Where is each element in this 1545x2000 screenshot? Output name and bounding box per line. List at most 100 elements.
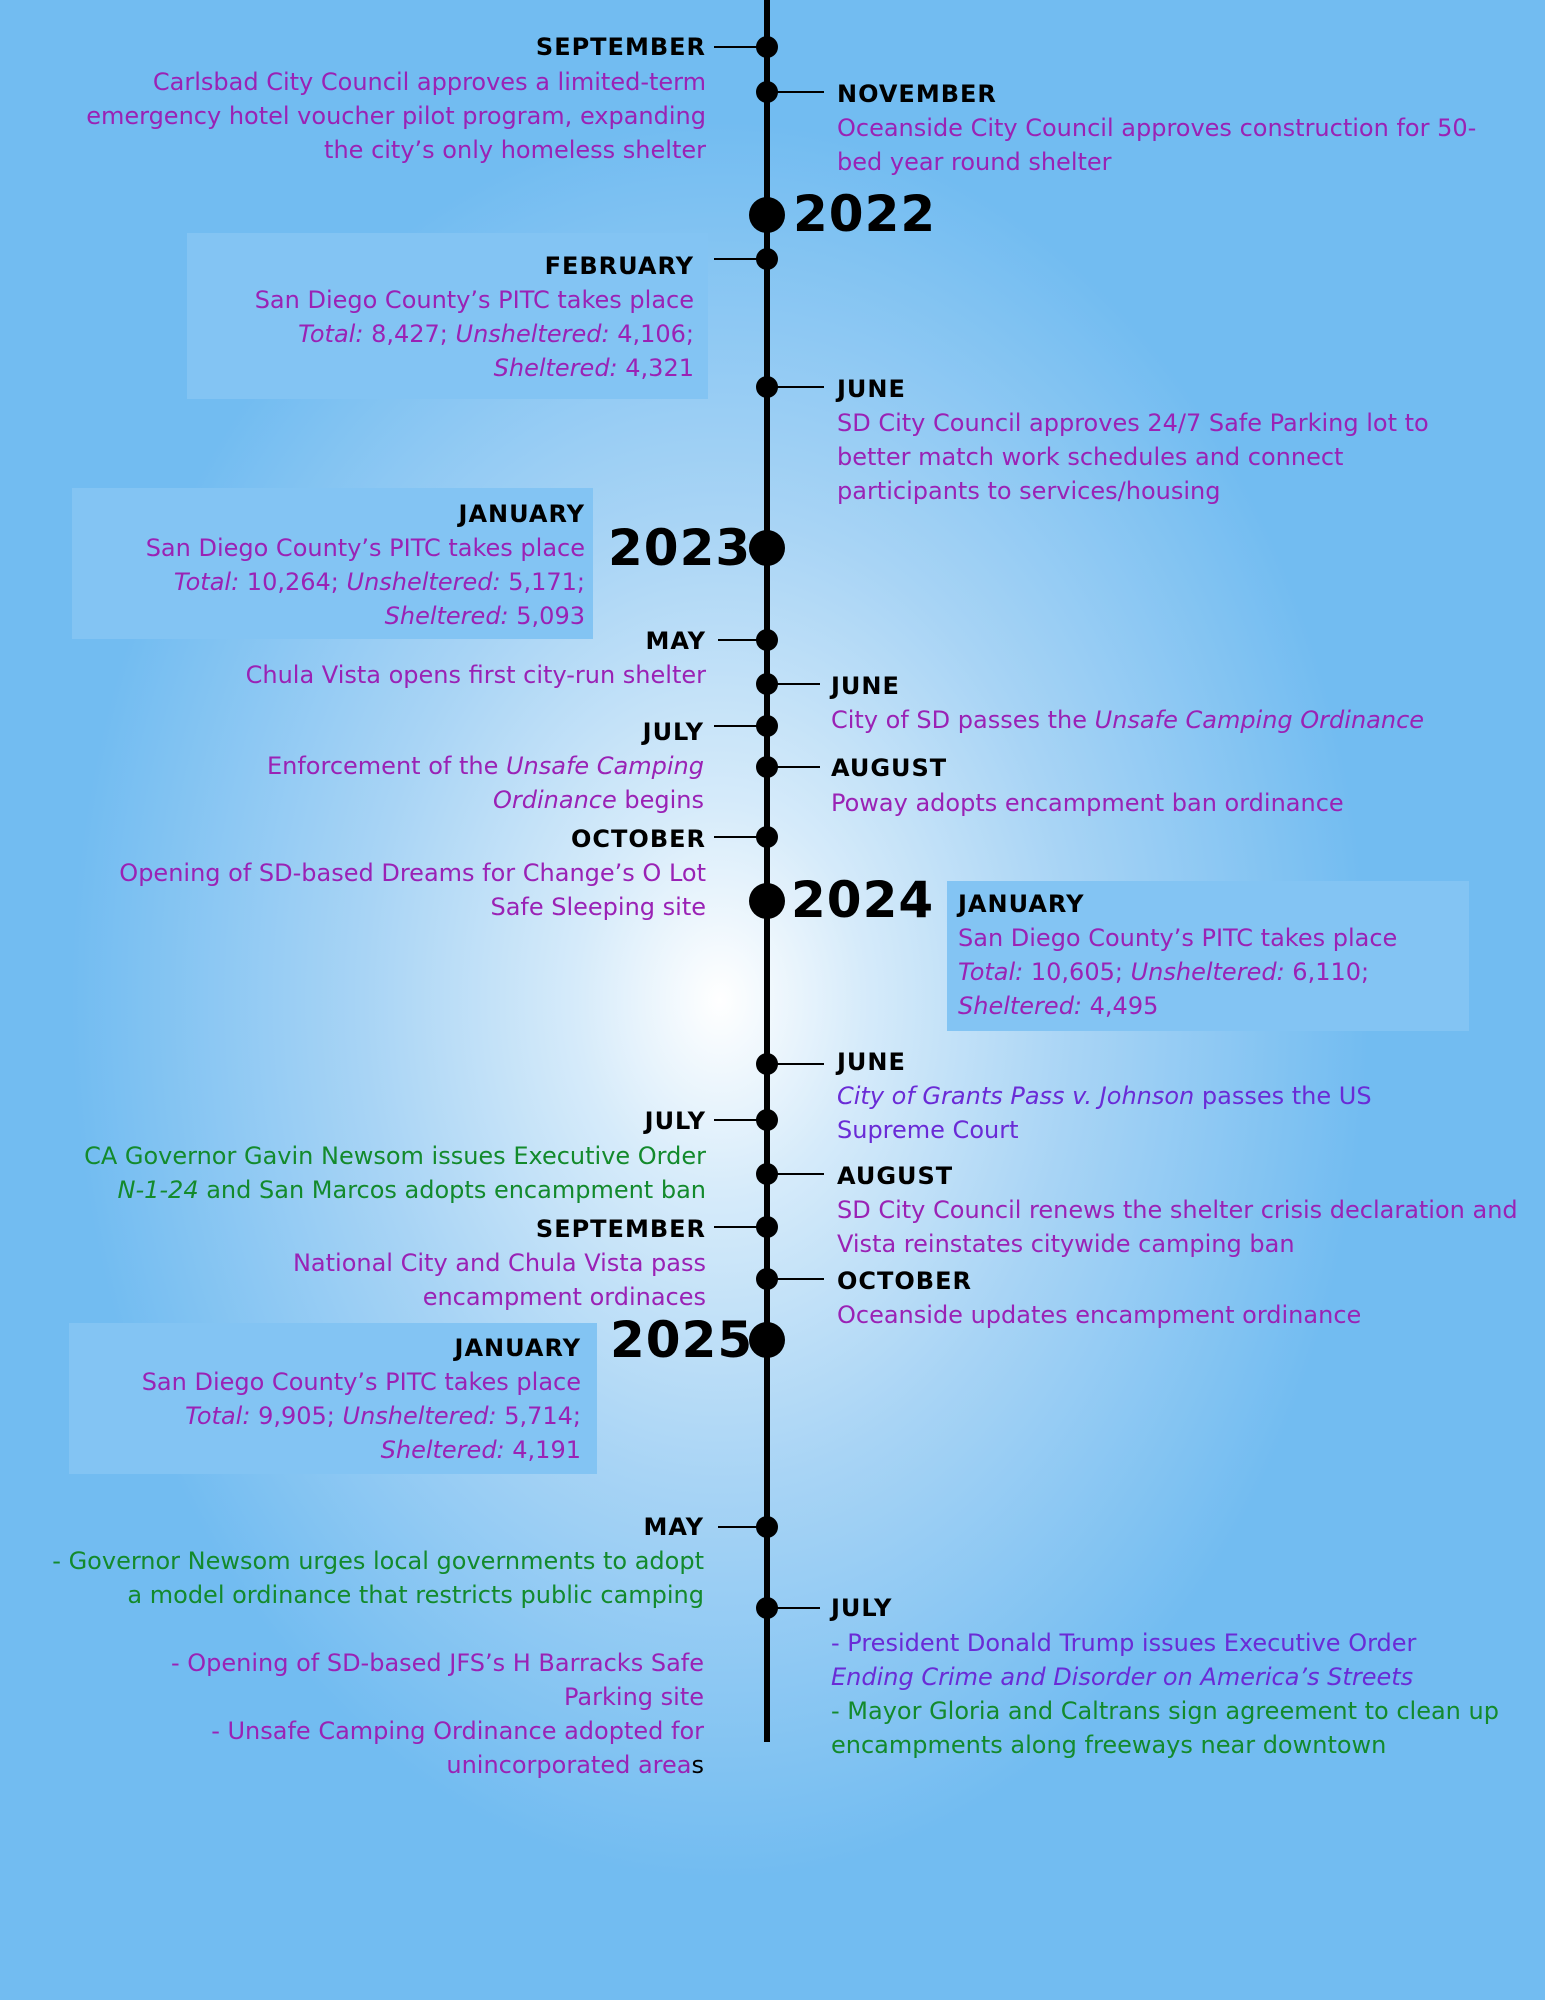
total-label: Total: — [173, 568, 240, 596]
total-label: Total: — [298, 320, 364, 348]
event-text: s — [691, 1751, 704, 1779]
event-month: JULY — [644, 1107, 706, 1135]
event-dot — [756, 756, 778, 778]
event-description: Oceanside updates encampment ordinance — [837, 1301, 1362, 1329]
sheltered-label: Sheltered: — [380, 1436, 505, 1464]
sheltered-label: Sheltered: — [958, 992, 1083, 1020]
unsheltered-label: Unsheltered: — [342, 1402, 497, 1430]
event-month: AUGUST — [837, 1162, 954, 1190]
year-dot — [749, 883, 785, 919]
connector-line — [770, 386, 824, 388]
unsheltered-value: 4,106; — [617, 320, 694, 348]
pitc-title: San Diego County’s PITC takes place — [141, 1368, 581, 1396]
event-month: OCTOBER — [837, 1267, 972, 1295]
connector-line — [770, 1173, 824, 1175]
event-description: - Governor Newsom urges local government… — [52, 1547, 704, 1609]
total-value: 9,905; — [258, 1402, 335, 1430]
event-dot — [756, 1163, 778, 1185]
unsheltered-label: Unsheltered: — [455, 320, 610, 348]
event-description: CA Governor Gavin Newsom issues Executiv… — [0, 1139, 706, 1207]
connector-line — [714, 725, 764, 727]
pitc-box-text: FEBRUARY San Diego County’s PITC takes p… — [214, 249, 694, 385]
order-title: Ending Crime and Disorder on America’s S… — [831, 1663, 1414, 1691]
event-month: JUNE — [837, 1048, 906, 1076]
total-label: Total: — [185, 1402, 251, 1430]
pitc-box — [187, 233, 708, 399]
connector-line — [714, 46, 764, 48]
order-number: N-1-24 — [117, 1176, 199, 1204]
event-description: - Unsafe Camping Ordinance adopted for u… — [104, 1714, 704, 1782]
event-description: SD City Council renews the shelter crisi… — [837, 1196, 1518, 1258]
year-label-2022: 2022 — [793, 185, 937, 243]
sheltered-value: 5,093 — [516, 602, 585, 630]
event-text: and San Marcos adopts encampment ban — [198, 1176, 706, 1204]
pitc-box-text: JANUARY San Diego County’s PITC takes pl… — [105, 497, 585, 633]
unsheltered-value: 5,714; — [504, 1402, 581, 1430]
event-description: City of Grants Pass v. Johnson passes th… — [837, 1079, 1477, 1147]
connector-line — [770, 683, 820, 685]
event-month: JULY — [831, 1594, 893, 1622]
event-dot — [756, 1053, 778, 1075]
event-dot — [756, 673, 778, 695]
event-month: NOVEMBER — [837, 80, 997, 108]
pitc-box-text: JANUARY San Diego County’s PITC takes pl… — [958, 887, 1458, 1023]
event-description: Chula Vista opens first city-run shelter — [245, 661, 706, 689]
event-text: CA Governor Gavin Newsom issues Executiv… — [84, 1142, 706, 1170]
unsheltered-value: 6,110; — [1292, 958, 1370, 986]
year-dot — [749, 197, 785, 233]
unsheltered-label: Unsheltered: — [1130, 958, 1285, 986]
ordinance-name: Unsafe Camping — [505, 752, 704, 780]
total-value: 10,264; — [246, 568, 339, 596]
total-label: Total: — [958, 958, 1024, 986]
year-dot — [749, 530, 785, 566]
pitc-box — [947, 881, 1469, 1031]
event-description: Poway adopts encampment ban ordinance — [831, 789, 1344, 817]
event-text: - President Donald Trump issues Executiv… — [831, 1629, 1417, 1657]
connector-line — [770, 1607, 820, 1609]
event-month: SEPTEMBER — [535, 33, 706, 61]
event-text: - Unsafe Camping Ordinance adopted for u… — [211, 1717, 704, 1779]
connector-line — [714, 1119, 764, 1121]
timeline-spine — [764, 0, 770, 1742]
event-dot — [756, 1268, 778, 1290]
event-description: - President Donald Trump issues Executiv… — [831, 1626, 1531, 1694]
pitc-title: San Diego County’s PITC takes place — [145, 534, 585, 562]
event-description: Oceanside City Council approves construc… — [837, 114, 1477, 176]
unsheltered-value: 5,171; — [508, 568, 585, 596]
year-dot — [749, 1322, 785, 1358]
year-label-2025: 2025 — [610, 1311, 754, 1369]
event-text: passes the US Supreme Court — [837, 1082, 1372, 1144]
event-dot — [756, 81, 778, 103]
event-dot — [756, 1516, 778, 1538]
event-dot — [756, 1216, 778, 1238]
connector-line — [714, 1226, 764, 1228]
event-month: AUGUST — [831, 754, 948, 782]
connector-line — [718, 639, 764, 641]
event-month: MAY — [643, 1513, 704, 1541]
connector-line — [770, 766, 820, 768]
connector-line — [770, 91, 824, 93]
event-description: City of SD passes the Unsafe Camping Ord… — [831, 703, 1531, 737]
event-month: JANUARY — [458, 500, 585, 528]
event-text: City of SD passes the — [831, 706, 1095, 734]
ordinance-name: Unsafe Camping Ordinance — [1094, 706, 1425, 734]
event-month: JULY — [642, 718, 704, 746]
sheltered-value: 4,495 — [1089, 992, 1159, 1020]
event-month: JANUARY — [958, 890, 1085, 918]
total-value: 8,427; — [371, 320, 448, 348]
ordinance-name: Ordinance — [493, 786, 617, 814]
pitc-title: San Diego County’s PITC takes place — [254, 286, 694, 314]
event-description: National City and Chula Vista pass encam… — [292, 1249, 706, 1311]
event-text: Enforcement of the — [266, 752, 506, 780]
event-month: MAY — [645, 627, 706, 655]
event-description: Opening of SD-based Dreams for Change’s … — [119, 859, 706, 921]
event-month: SEPTEMBER — [535, 1215, 706, 1243]
event-description: SD City Council approves 24/7 Safe Parki… — [837, 409, 1429, 505]
event-description: Carlsbad City Council approves a limited… — [86, 68, 706, 164]
event-dot — [756, 629, 778, 651]
event-dot — [756, 376, 778, 398]
event-dot — [756, 248, 778, 270]
connector-line — [714, 258, 764, 260]
